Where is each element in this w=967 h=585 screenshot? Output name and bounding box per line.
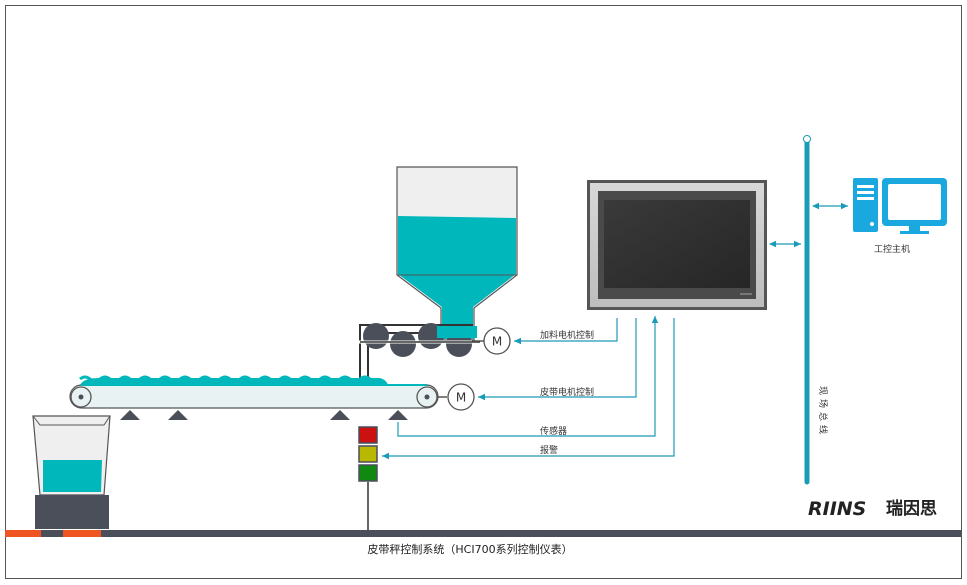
belt-motor: M (437, 383, 475, 411)
diagram-caption: 皮带秤控制系统（HCI700系列控制仪表） (367, 542, 572, 556)
fieldbus: 现场总线 (803, 135, 829, 485)
alarm-label: 报警 (540, 444, 558, 456)
alarm-line (382, 318, 675, 460)
idler (330, 410, 350, 420)
ipc-label: 工控主机 (874, 243, 910, 255)
signal-tower (358, 426, 378, 530)
idler (120, 410, 140, 420)
hci700-controller (587, 180, 767, 310)
feeder-roller (363, 323, 389, 349)
controller-screen (604, 200, 750, 288)
bin-material (43, 460, 102, 492)
idler (168, 410, 188, 420)
belt (69, 384, 439, 409)
sensor-label: 传感器 (540, 425, 567, 437)
alarm-lamp-red (358, 426, 378, 444)
alarm-lamp-yellow (358, 445, 378, 463)
feeder-motor: M (472, 327, 511, 355)
ipc-computer: 工控主机 (853, 178, 947, 255)
hopper-material (398, 216, 516, 339)
feeder-motor-control-label: 加料电机控制 (540, 329, 594, 341)
floor (5, 530, 961, 537)
weigh-idler (388, 410, 408, 420)
fieldbus-label: 现场总线 (817, 386, 829, 438)
belt-motor-control-line (478, 318, 637, 401)
bin-base (35, 495, 109, 529)
brand-logo: RIINS 瑞因思 (808, 498, 937, 520)
feeder-unit (356, 323, 480, 378)
belt-motor-control-label: 皮带电机控制 (540, 386, 594, 398)
brand-latin: RIINS (808, 498, 866, 520)
alarm-lamp-green (358, 464, 378, 482)
sensor-line (397, 316, 659, 437)
hopper (396, 166, 518, 341)
feeder-motor-symbol: M (492, 335, 502, 349)
receiving-bin (32, 415, 111, 529)
signal-wires (382, 202, 848, 460)
brand-chinese: 瑞因思 (886, 499, 937, 519)
feeder-motor-control-line (514, 318, 618, 345)
feeder-roller (390, 331, 416, 357)
belt-motor-symbol: M (456, 391, 466, 405)
